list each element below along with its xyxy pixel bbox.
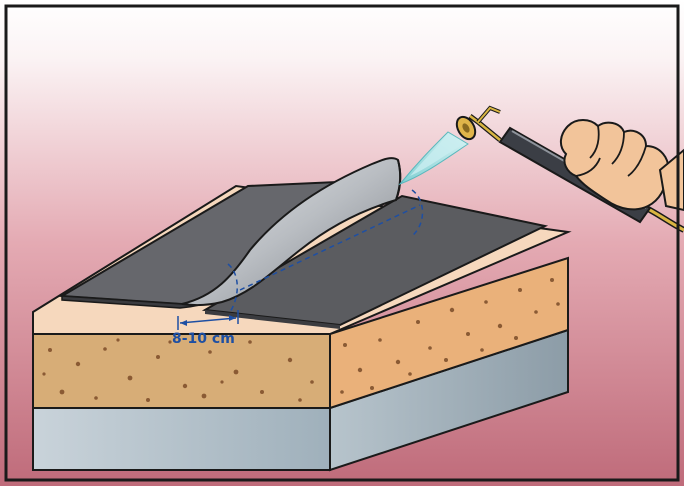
overlap-width-label: 8-10 cm — [172, 331, 235, 347]
